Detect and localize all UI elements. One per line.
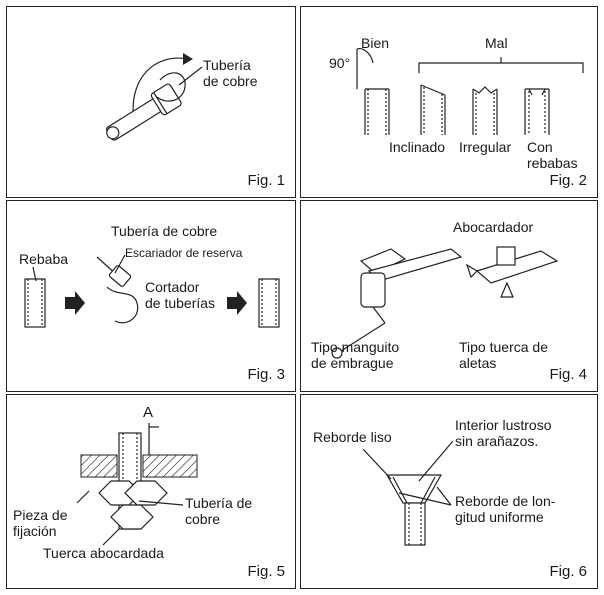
good-label: Bien [361, 35, 390, 51]
figure-6-panel: Reborde liso Interior lustroso sin araña… [300, 394, 598, 589]
burrs-label: Con rebabas [527, 139, 578, 171]
pipe-irregular [472, 86, 498, 135]
copper-pipe-label: Tubería de cobre [203, 57, 258, 89]
flare-inspection-drawing [362, 440, 454, 546]
pipe-cutter-drawing [105, 53, 203, 141]
spare-reamer-label: Escariador de reserva [125, 246, 243, 260]
figure-5-panel: A Tubería de cobre Pieza de fijación Tue… [6, 394, 296, 589]
figure-4-panel: Abocardador Tipo manguito de embrague Ti… [300, 200, 598, 392]
flare-nut-label: Tuerca abocardada [43, 545, 164, 561]
figure-1-panel: Tubería de cobre Fig. 1 [6, 6, 296, 198]
smooth-flare-label: Reborde liso [313, 429, 392, 445]
figure-3-panel: Rebaba Tubería de cobre Escariador de re… [6, 200, 296, 392]
clutch-type-tool [331, 248, 463, 359]
wing-nut-type-tool [465, 246, 559, 298]
pipe-after [258, 278, 280, 328]
figure-2-label: Fig. 2 [549, 172, 587, 189]
figure-3-label: Fig. 3 [247, 366, 285, 383]
figure-4-label: Fig. 4 [549, 366, 587, 383]
flare-tools-drawing [331, 246, 559, 359]
reamer-and-hand [96, 254, 139, 324]
figure-1-label: Fig. 1 [247, 172, 285, 189]
pipe-cutter-label: Cortador de tuberías [145, 279, 216, 311]
pipe-inclined [420, 84, 446, 135]
deburring-drawing [24, 254, 280, 328]
shiny-interior-label: Interior lustroso sin arañazos. [455, 417, 552, 449]
copper-pipe-label: Tubería de cobre [111, 223, 218, 239]
figure-6-label: Fig. 6 [549, 563, 587, 580]
wing-nut-type-label: Tipo tuerca de aletas [459, 339, 548, 371]
burr-label: Rebaba [19, 251, 69, 267]
bad-label: Mal [485, 35, 508, 51]
figure-5-label: Fig. 5 [247, 563, 285, 580]
pipe-before [24, 266, 46, 328]
even-length-label: Reborde de lon- gitud uniforme [455, 493, 556, 525]
irregular-label: Irregular [459, 139, 512, 155]
angle-label: 90° [329, 55, 351, 71]
inclined-label: Inclinado [389, 139, 446, 155]
pipe-good [364, 88, 390, 135]
figure-2-panel: Bien Mal 90° Inclinado Irregular Con reb… [300, 6, 598, 198]
flare-tool-label: Abocardador [453, 219, 534, 235]
pipe-end-cuts-drawing [356, 48, 584, 135]
copper-pipe-label: Tubería de cobre [185, 495, 253, 527]
pipe-with-burrs [524, 88, 550, 135]
flare-dimension-drawing [76, 423, 198, 546]
clutch-type-label: Tipo manguito de embrague [311, 339, 400, 371]
die-label: Pieza de fijación [13, 507, 68, 539]
dimension-a-label: A [143, 404, 154, 421]
